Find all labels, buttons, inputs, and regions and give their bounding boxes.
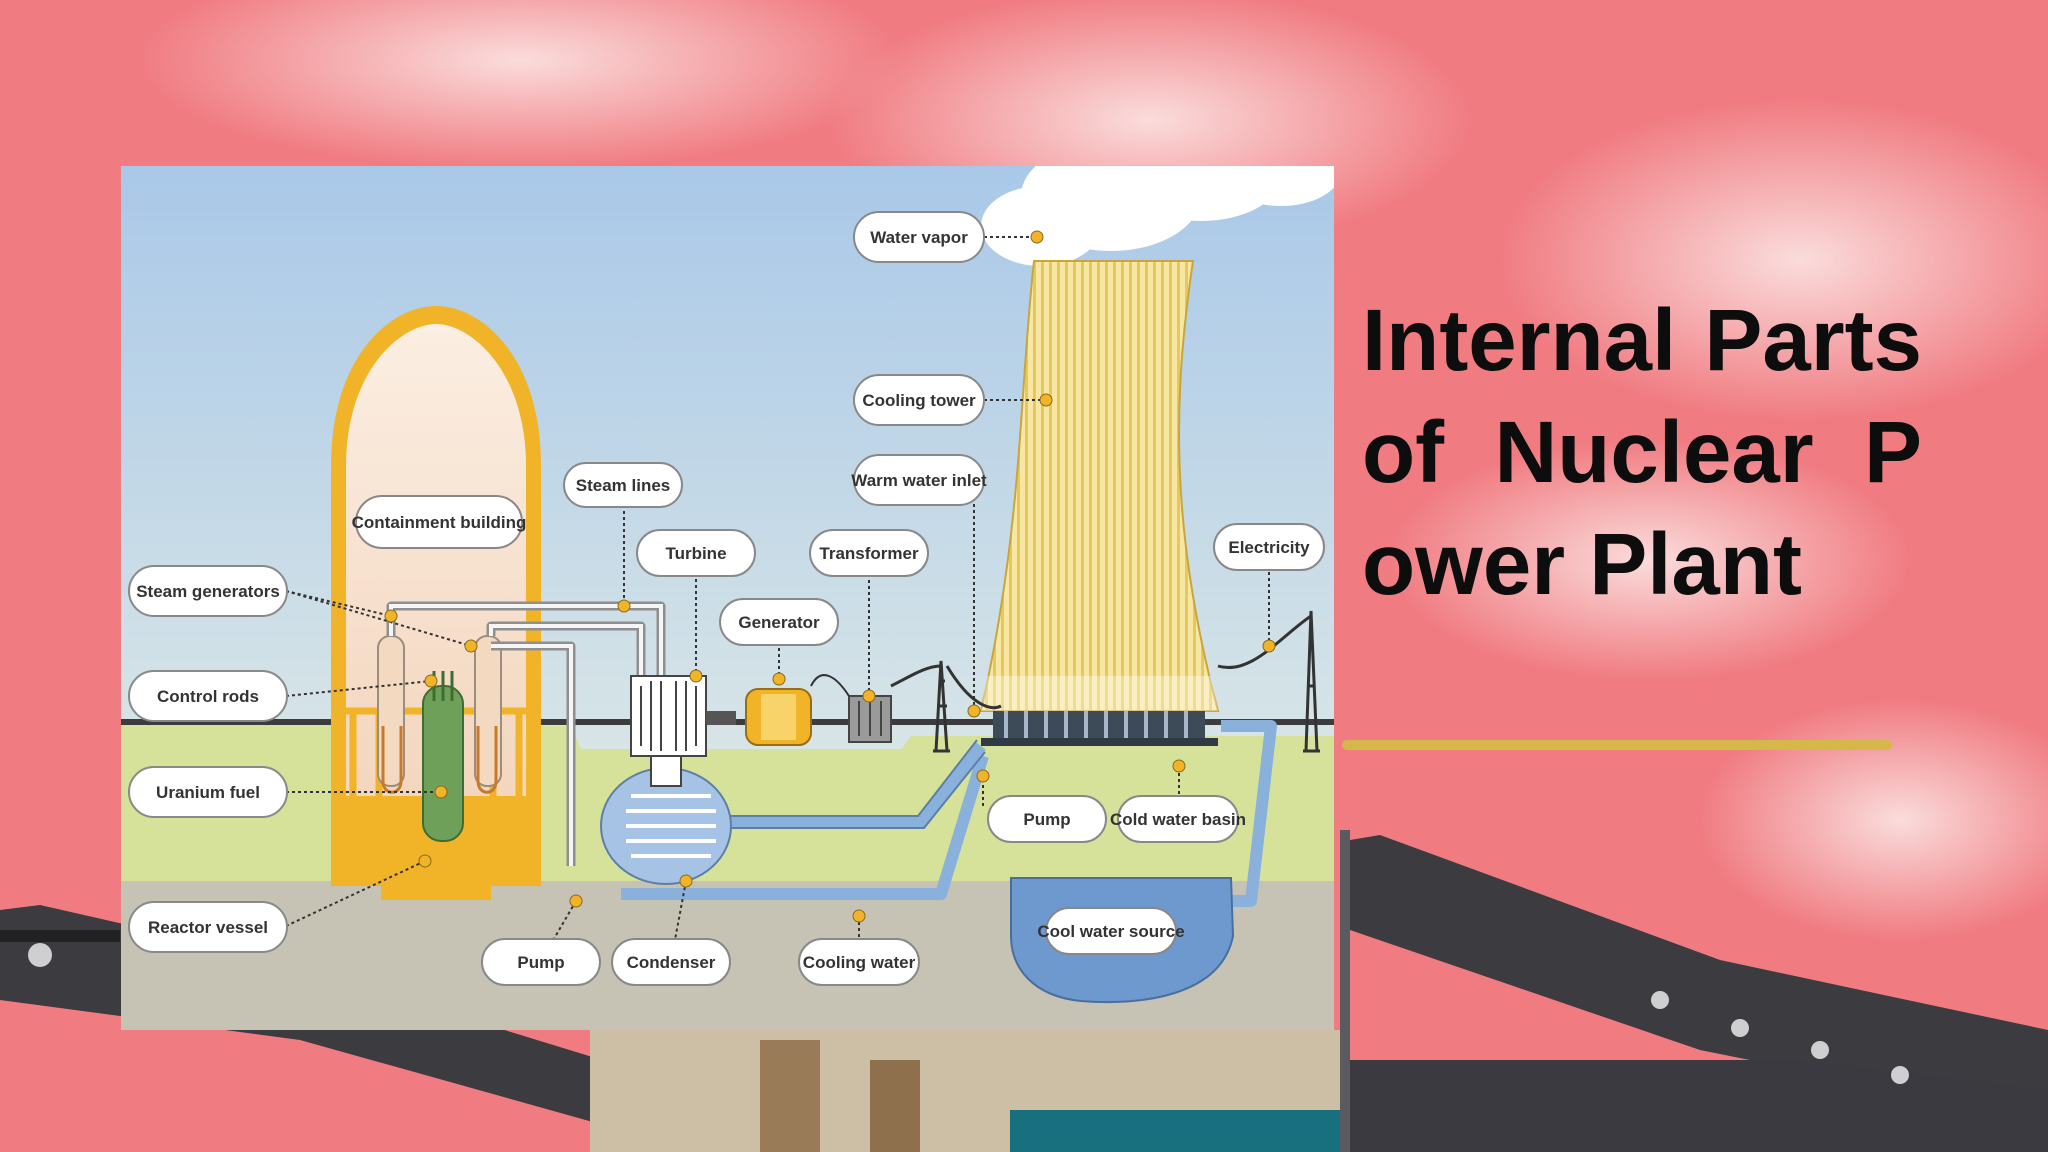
svg-text:Generator: Generator — [738, 613, 820, 632]
containment-building — [331, 306, 541, 900]
diagram-svg: Water vapor Cooling tower Warm water inl… — [121, 166, 1334, 1030]
label-steam-lines: Steam lines — [563, 462, 683, 508]
label-condenser: Condenser — [611, 938, 731, 986]
title-underline — [1342, 740, 1892, 750]
svg-text:Cooling tower: Cooling tower — [862, 391, 976, 410]
svg-text:Water vapor: Water vapor — [870, 228, 968, 247]
slide-title: Internal Parts of Nuclear Power Plant — [1362, 292, 1922, 613]
label-pump-right: Pump — [987, 795, 1107, 843]
generator — [706, 688, 812, 746]
svg-text:Condenser: Condenser — [627, 953, 716, 972]
label-cooling-tower: Cooling tower — [853, 374, 985, 426]
turbine-condenser — [600, 675, 732, 885]
label-cool-water-source: Cool water source — [1037, 907, 1185, 955]
label-containment-building: Containment building — [352, 495, 527, 549]
svg-text:Cool water source: Cool water source — [1037, 922, 1184, 941]
label-generator: Generator — [719, 598, 839, 646]
svg-text:Cold water basin: Cold water basin — [1110, 810, 1246, 829]
svg-text:Control rods: Control rods — [157, 687, 259, 706]
svg-text:Warm water inlet: Warm water inlet — [851, 471, 987, 490]
label-pump-left: Pump — [481, 938, 601, 986]
svg-text:Steam lines: Steam lines — [576, 476, 671, 495]
svg-text:Uranium fuel: Uranium fuel — [156, 783, 260, 802]
label-cold-water-basin: Cold water basin — [1110, 795, 1246, 843]
svg-text:Turbine: Turbine — [665, 544, 726, 563]
label-uranium-fuel: Uranium fuel — [128, 766, 288, 818]
svg-text:Cooling water: Cooling water — [803, 953, 916, 972]
nuclear-power-plant-diagram: Water vapor Cooling tower Warm water inl… — [121, 166, 1334, 1030]
svg-text:Transformer: Transformer — [819, 544, 919, 563]
svg-text:Electricity: Electricity — [1228, 538, 1310, 557]
svg-text:Steam generators: Steam generators — [136, 582, 280, 601]
svg-text:Containment building: Containment building — [352, 513, 527, 532]
label-transformer: Transformer — [809, 529, 929, 577]
label-cooling-water: Cooling water — [798, 938, 920, 986]
steam-cloud — [981, 166, 1334, 266]
svg-text:Pump: Pump — [1023, 810, 1070, 829]
label-steam-generators: Steam generators — [128, 565, 288, 617]
cooling-tower — [979, 260, 1220, 746]
label-water-vapor: Water vapor — [853, 211, 985, 263]
label-reactor-vessel: Reactor vessel — [128, 901, 288, 953]
label-electricity: Electricity — [1213, 523, 1325, 571]
power-pylons — [890, 610, 1320, 753]
svg-text:Pump: Pump — [517, 953, 564, 972]
leader-markers — [384, 230, 1276, 923]
cooling-pipes — [621, 720, 1277, 907]
label-control-rods: Control rods — [128, 670, 288, 722]
label-turbine: Turbine — [636, 529, 756, 577]
svg-text:Reactor vessel: Reactor vessel — [148, 918, 268, 937]
label-warm-water-inlet: Warm water inlet — [851, 454, 987, 506]
